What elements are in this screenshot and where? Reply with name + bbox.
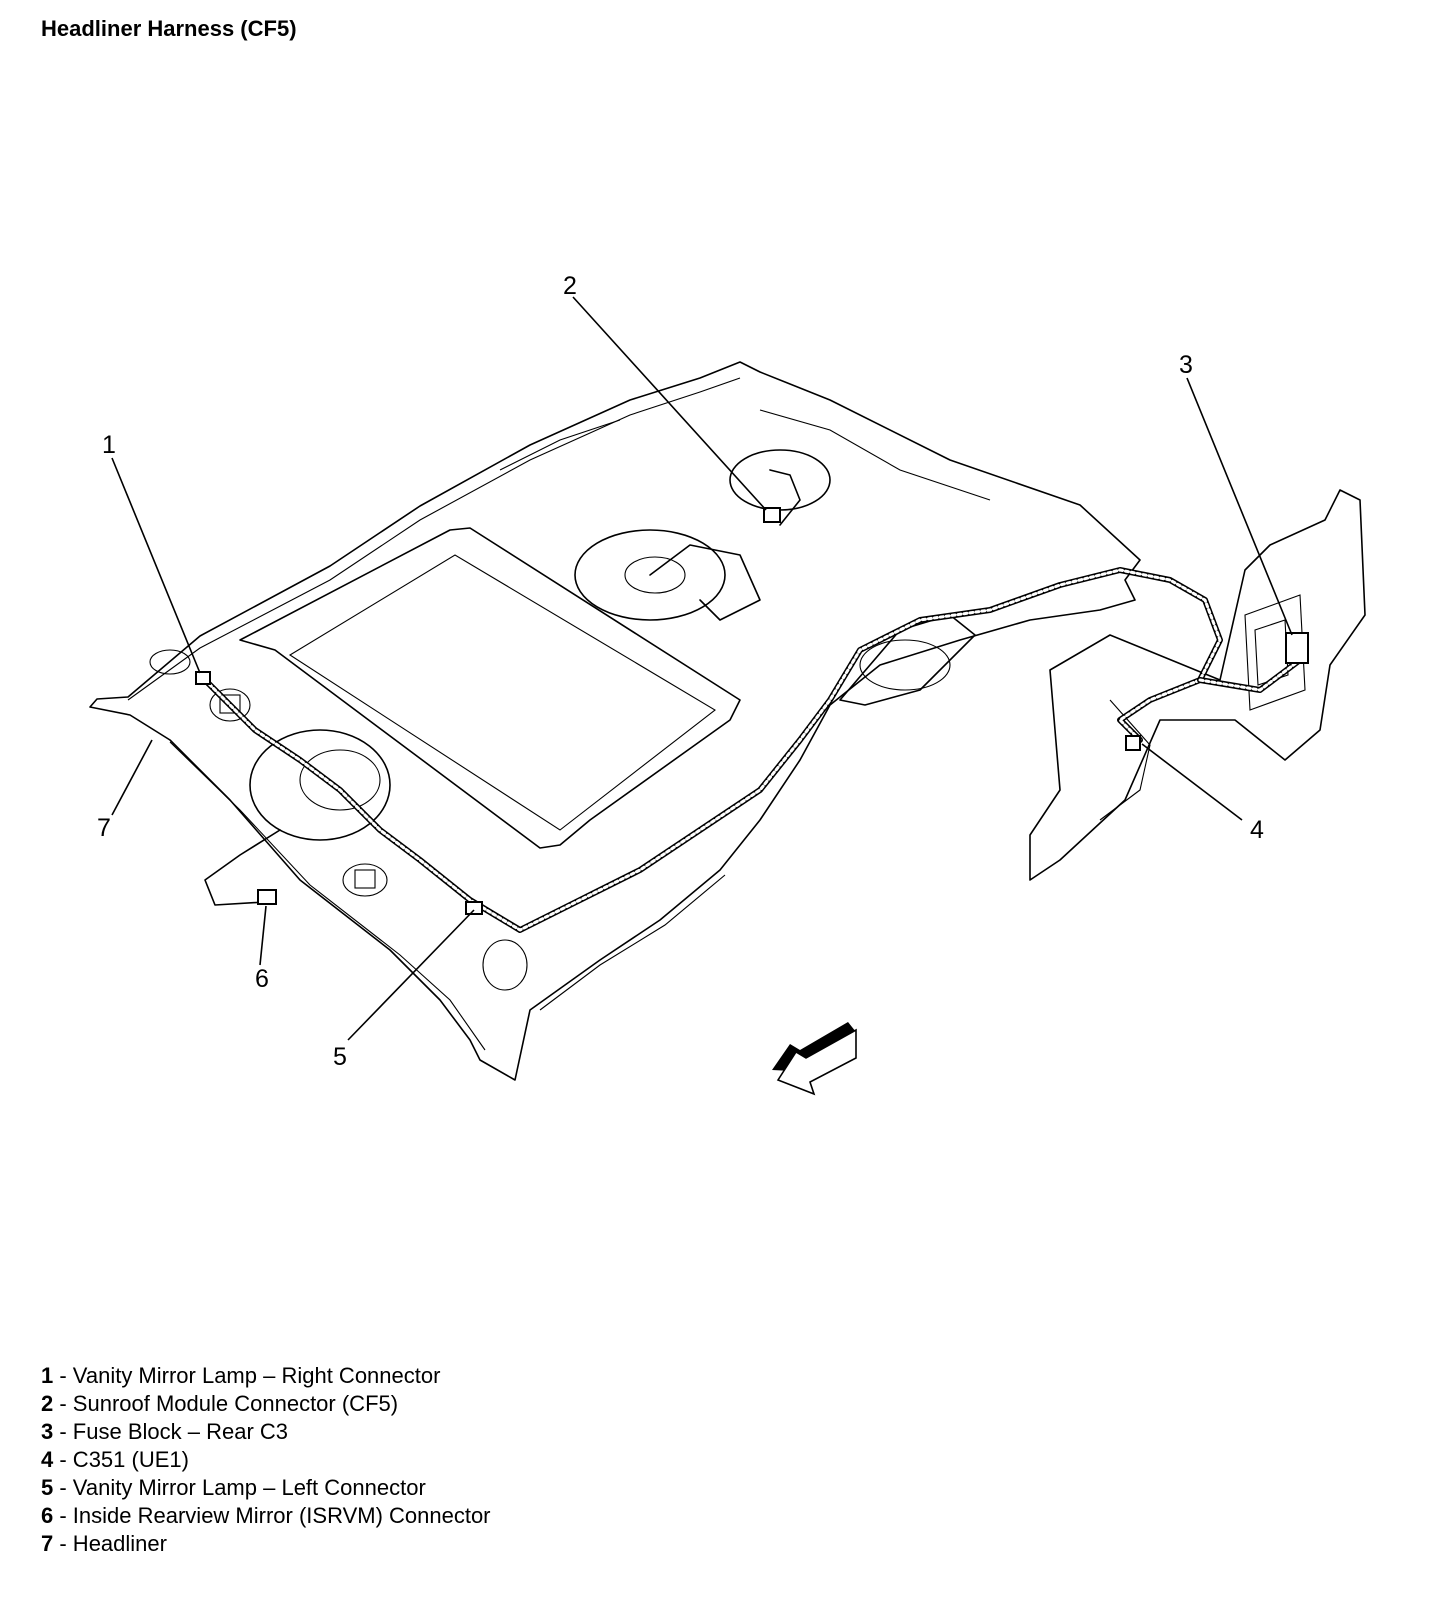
callout-6: 6 [255, 965, 269, 993]
headliner-panel [89, 361, 1141, 1081]
leader-lines [111, 296, 1293, 1041]
legend-item-3: 3 - Fuse Block – Rear C3 [41, 1419, 288, 1444]
callouts: 1 2 3 4 5 6 7 [97, 272, 1264, 1071]
callout-2: 2 [563, 272, 577, 300]
headliner-harness-diagram: 1 2 3 4 5 6 7 [89, 272, 1366, 1096]
callout-5: 5 [333, 1043, 347, 1071]
rear-trim-panel [1029, 489, 1366, 881]
sunroof-module-connector [763, 507, 781, 523]
legend-item-2: 2 - Sunroof Module Connector (CF5) [41, 1391, 399, 1416]
legend: 1 - Vanity Mirror Lamp – Right Connector… [41, 1362, 491, 1558]
callout-7: 7 [97, 814, 111, 842]
legend-item-4: 4 - C351 (UE1) [41, 1447, 189, 1472]
callout-3: 3 [1179, 351, 1193, 379]
front-direction-arrow-icon [772, 1022, 857, 1096]
headliner-wiring-harness [202, 469, 1303, 933]
sunroof-opening [239, 527, 741, 849]
legend-item-6: 6 - Inside Rearview Mirror (ISRVM) Conne… [41, 1503, 491, 1528]
overhead-console [249, 449, 831, 841]
callout-4: 4 [1250, 816, 1264, 844]
c351-connector [1125, 735, 1141, 751]
right-vanity-connector [195, 671, 211, 685]
isrvm-connector [257, 889, 277, 905]
rear-fuse-block-connector [1285, 632, 1309, 664]
callout-1: 1 [102, 431, 116, 459]
legend-item-7: 7 - Headliner [41, 1531, 167, 1556]
legend-item-1: 1 - Vanity Mirror Lamp – Right Connector [41, 1363, 441, 1388]
legend-item-5: 5 - Vanity Mirror Lamp – Left Connector [41, 1475, 426, 1500]
connectors [195, 507, 1309, 915]
page-title: Headliner Harness (CF5) [41, 16, 297, 41]
left-vanity-connector [465, 901, 483, 915]
